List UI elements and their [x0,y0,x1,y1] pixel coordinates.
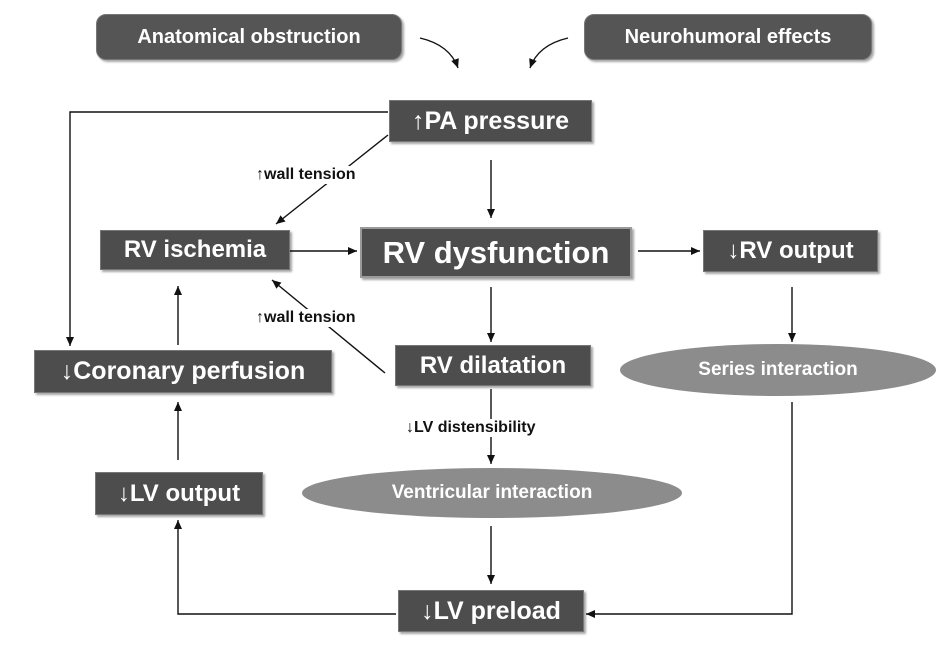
arrow-obstruction-to-pa [419,37,459,69]
arrow-neurohumoral-to-pa [529,37,569,69]
series-interaction-text: Series interaction [698,359,858,380]
rv-dilatation-box: RV dilatation [395,345,591,386]
coronary-perfusion-text: ↓Coronary perfusion [60,357,306,385]
wall-tension-label-top: ↑wall tension [254,166,358,184]
lv-output-text: ↓LV output [117,479,241,507]
pa-pressure-box: ↑PA pressure [389,100,592,142]
rv-output-box: ↓RV output [703,230,878,272]
arrow-series-to-lv-preload [586,402,793,618]
ventricular-interaction-oval: Ventricular interaction [302,468,682,518]
lv-output-box: ↓LV output [95,472,263,515]
rv-dilatation-text: RV dilatation [419,351,567,379]
pa-pressure-text: ↑PA pressure [411,106,569,135]
arrow-pa-to-coronary-perfusion [66,111,388,346]
anatomical-obstruction-text: Anatomical obstruction [137,25,361,48]
anatomical-obstruction-box: Anatomical obstruction [96,14,402,60]
wall-tension-label-bottom: ↑wall tension [254,309,358,327]
neurohumoral-effects-box: Neurohumoral effects [584,14,872,60]
rv-dysfunction-box: RV dysfunction [360,227,632,278]
rv-ischemia-box: RV ischemia [100,230,290,270]
rv-dysfunction-text: RV dysfunction [382,234,610,270]
ventricular-interaction-text: Ventricular interaction [391,482,593,503]
series-interaction-oval: Series interaction [620,344,936,396]
rv-output-text: ↓RV output [727,237,854,264]
lv-preload-box: ↓LV preload [398,590,584,632]
lv-preload-text: ↓LV preload [421,596,561,625]
coronary-perfusion-box: ↓Coronary perfusion [34,350,332,393]
rv-ischemia-text: RV ischemia [123,236,267,263]
lv-distensibility-label: ↓LV distensibility [404,419,538,437]
arrow-lv-preload-to-lv-output [174,520,396,615]
neurohumoral-effects-text: Neurohumoral effects [624,25,832,48]
